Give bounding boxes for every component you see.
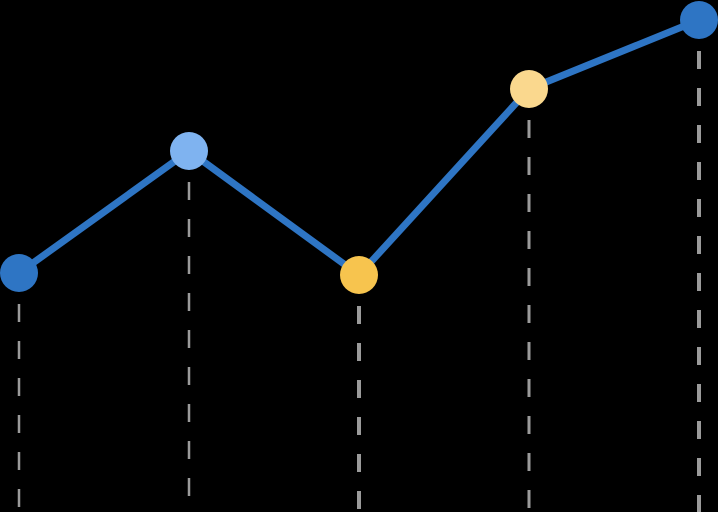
- data-point-1: [0, 254, 38, 292]
- trend-line: [16, 16, 701, 280]
- data-point-5: [680, 1, 718, 39]
- data-points: [0, 1, 718, 294]
- data-point-2: [170, 132, 208, 170]
- data-point-3: [340, 256, 378, 294]
- droplines: [17, 51, 701, 512]
- data-point-4: [510, 70, 548, 108]
